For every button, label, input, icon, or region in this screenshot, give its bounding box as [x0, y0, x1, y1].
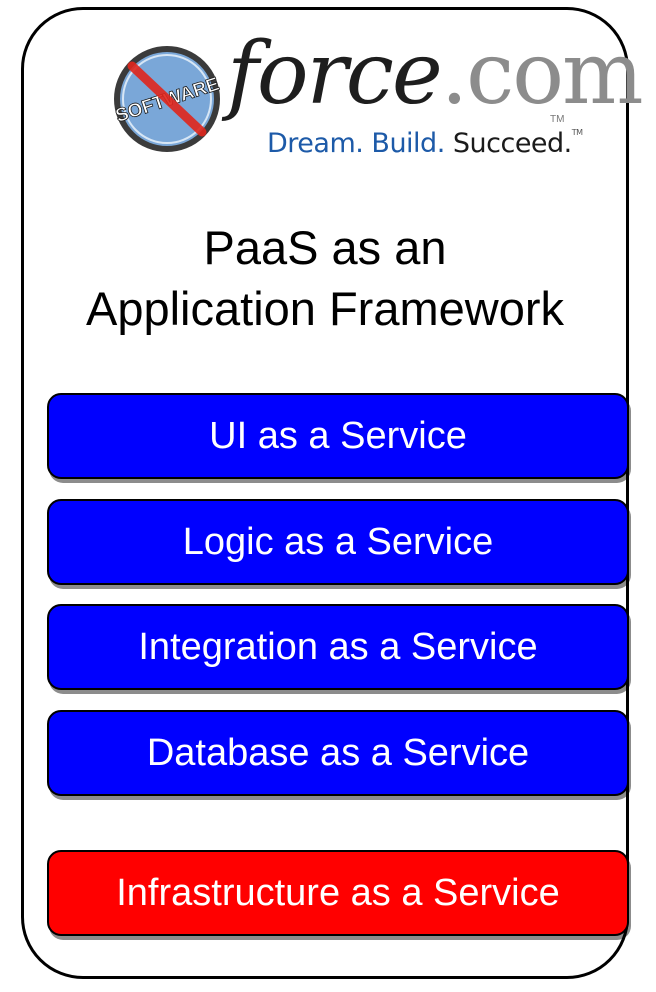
layer-logic: Logic as a Service: [47, 499, 629, 585]
logo-tagline: Dream. Build. Succeed.TM: [267, 128, 583, 159]
tagline-dream-build: Dream. Build.: [267, 128, 445, 159]
logo-trademark: TM: [550, 114, 565, 125]
wordmark-force: force: [227, 24, 443, 124]
layer-infrastructure: Infrastructure as a Service: [47, 850, 629, 936]
layer-database: Database as a Service: [47, 710, 629, 796]
logo-wordmark: force.com: [227, 24, 644, 124]
layer-integration: Integration as a Service: [47, 604, 629, 690]
diagram-frame: [21, 7, 629, 979]
diagram-title-line2: Application Framework: [85, 282, 564, 335]
force-com-logo: SOFTWARE force.com TM Dream. Build. Succ…: [112, 24, 644, 180]
no-software-icon: SOFTWARE: [113, 46, 222, 152]
layer-ui: UI as a Service: [47, 393, 629, 479]
wordmark-dotcom: .com: [440, 24, 644, 124]
diagram-title-line1: PaaS as an: [203, 221, 447, 274]
tagline-trademark: TM: [571, 128, 583, 137]
tagline-succeed: Succeed.: [452, 128, 572, 159]
